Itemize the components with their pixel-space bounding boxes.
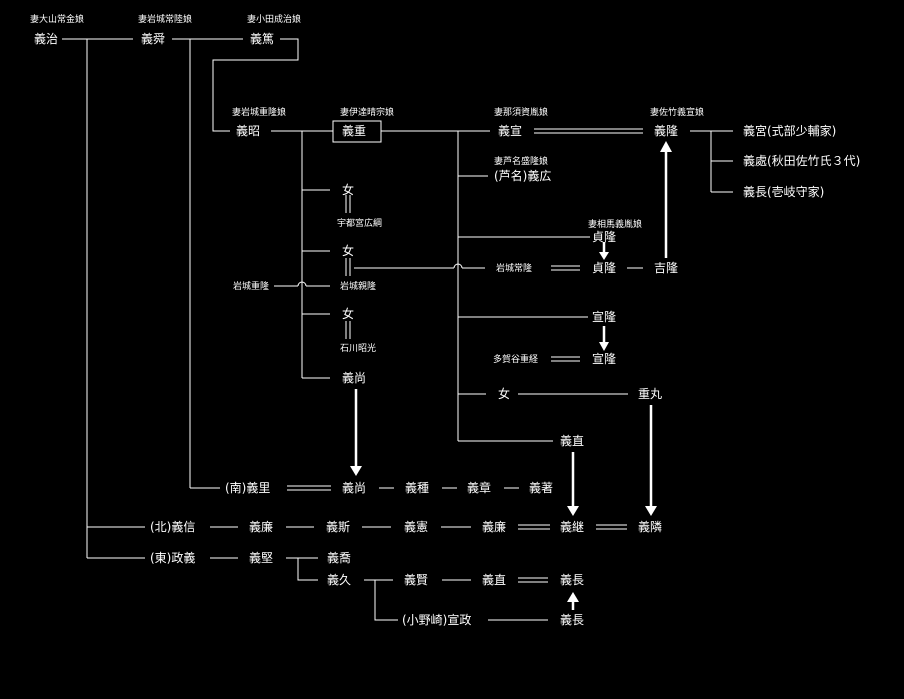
person-shigemaru: 重丸 <box>638 387 662 401</box>
person-yoshinao: 義直 <box>560 433 584 448</box>
person-yoshimiya: 義宮(式部少輔家) <box>743 123 836 138</box>
person-yoshikiyo: 義舜 <box>141 31 165 46</box>
note-ishikawa: 石川昭光 <box>340 342 376 354</box>
marriage-lines <box>287 128 643 583</box>
person-yoshinobu: 義宣 <box>498 123 522 138</box>
person-yoshitsugu: 義継 <box>560 519 584 534</box>
person-daughter-1: 女 <box>342 182 354 197</box>
person-yoshiaki: 義昭 <box>236 123 260 138</box>
person-yoshiatsu: 義篤 <box>250 31 274 46</box>
person-yoshinori: 義憲 <box>404 519 428 534</box>
person-daughter-2: 女 <box>342 243 354 258</box>
person-yoshishige: 義重 <box>342 123 366 138</box>
person-nobutaka-b: 宣隆 <box>592 351 616 366</box>
note-sadataka-wife: 妻相馬義胤娘 <box>588 218 642 230</box>
person-yoshiyasu-b: 義廉 <box>482 519 506 534</box>
person-yoshitaka-kichi: 吉隆 <box>654 260 678 275</box>
person-higashi-masayoshi: (東)政義 <box>150 550 195 565</box>
notes: 妻大山常金娘 妻岩城常陸娘 妻小田成治娘 妻岩城重隆娘 妻伊達晴宗娘 妻那須資胤… <box>30 13 704 365</box>
connector-lines <box>62 38 733 621</box>
person-onozaki: (小野崎)宣政 <box>402 612 471 627</box>
person-yoshitoki: 義處(秋田佐竹氏３代) <box>743 153 860 168</box>
note-yoshishige-wife: 妻伊達晴宗娘 <box>340 106 394 118</box>
person-yoshinao-b: 義直 <box>482 572 506 587</box>
person-sadataka-b: 貞隆 <box>592 260 616 275</box>
note-utsunomiya: 宇都宮広綱 <box>337 217 382 229</box>
note-tagaya: 多賀谷重経 <box>493 353 538 365</box>
note-yoshiaki-wife: 妻岩城重隆娘 <box>232 106 286 118</box>
person-daughter-4: 女 <box>498 386 510 401</box>
person-yoshikata: 義堅 <box>249 550 273 565</box>
person-minami-yoshisato: (南)義里 <box>225 480 270 495</box>
note-ashina-wife: 妻芦名盛隆娘 <box>494 155 548 167</box>
person-ashina-yoshihiro: (芦名)義広 <box>494 168 551 183</box>
person-daughter-3: 女 <box>342 306 354 321</box>
person-yoshihisa-top: 義尚 <box>342 370 366 385</box>
person-yoshiaki-b: 義章 <box>467 480 491 495</box>
focus-box <box>332 120 382 143</box>
note-iwaki-shigetaka: 岩城重隆 <box>233 280 269 292</box>
person-yoshiyasu-a: 義廉 <box>249 519 273 534</box>
person-yoshihisa-d: 義久 <box>327 572 351 587</box>
note-yoshiatsu-wife: 妻小田成治娘 <box>247 13 301 25</box>
note-yoshiharu-wife: 妻大山常金娘 <box>30 13 84 25</box>
person-kita-yoshinobu: (北)義信 <box>150 519 195 534</box>
note-iwaki-tsunetaka: 岩城常隆 <box>496 262 532 274</box>
person-yoshikata-b: 義賢 <box>404 572 428 587</box>
person-nobutaka-a: 宣隆 <box>592 309 616 324</box>
note-yoshikiyo-wife: 妻岩城常陸娘 <box>138 13 192 25</box>
note-yoshinobu-wife: 妻那須資胤娘 <box>494 106 548 118</box>
person-yoshihisa-bottom: 義尚 <box>342 480 366 495</box>
person-names: 義治 義舜 義篤 義昭 義重 義宣 義隆 義宮(式部少輔家) 義處(秋田佐竹氏３… <box>34 31 860 627</box>
person-yoshihisa-c: 義喬 <box>327 550 351 565</box>
note-yoshitaka-wife: 妻佐竹義宣娘 <box>650 106 704 118</box>
person-yoshitane: 義種 <box>405 480 429 495</box>
person-yoshiaki-c: 義著 <box>529 480 553 495</box>
person-yoshinaga-a: 義長 <box>560 572 584 587</box>
person-yoshitaka-end: 義隣 <box>638 519 662 534</box>
person-yoshiharu: 義治 <box>34 31 58 46</box>
person-yoshinaga-iki: 義長(壱岐守家) <box>743 184 824 199</box>
person-yoshinaga-b: 義長 <box>560 612 584 627</box>
person-yoshitaka: 義隆 <box>654 123 678 138</box>
succession-arrows <box>350 141 672 610</box>
note-iwaki-chikataka: 岩城親隆 <box>340 280 376 292</box>
person-sadataka-a: 貞隆 <box>592 229 616 244</box>
person-yoshikore: 義斯 <box>326 519 350 534</box>
